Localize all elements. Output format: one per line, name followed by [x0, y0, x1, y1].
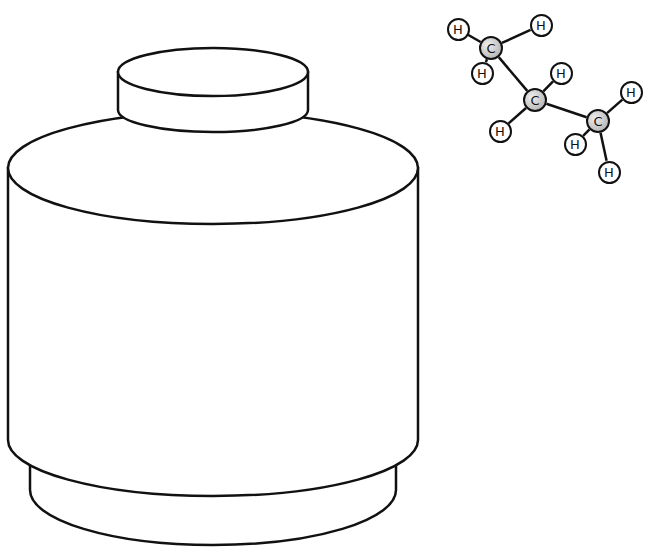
- hydrogen-atom: H: [447, 18, 470, 41]
- hydrogen-atom: H: [564, 133, 587, 156]
- hydrogen-atom: H: [550, 62, 573, 85]
- bond-line: [543, 81, 553, 91]
- atom-symbol: H: [626, 86, 636, 99]
- atom-symbol: C: [530, 94, 539, 107]
- atom-symbol: H: [604, 166, 614, 179]
- bond-line: [499, 57, 527, 91]
- cylinder-collar-top: [118, 48, 308, 96]
- hydrogen-atom: H: [530, 14, 553, 37]
- carbon-atom: C: [523, 88, 547, 112]
- atom-symbol: H: [570, 138, 580, 151]
- bond-line: [583, 129, 589, 135]
- atom-symbol: C: [486, 42, 495, 55]
- atom-symbol: C: [593, 115, 602, 128]
- atom-symbol: H: [495, 125, 505, 138]
- bond-line: [546, 104, 586, 117]
- atom-symbol: H: [453, 23, 463, 36]
- carbon-atom: C: [586, 109, 610, 133]
- atom-symbol: H: [556, 67, 566, 80]
- bond-line: [601, 133, 607, 161]
- hydrogen-atom: H: [598, 161, 621, 184]
- bond-line: [502, 30, 531, 43]
- bond-line: [509, 108, 526, 123]
- bond-line: [468, 35, 481, 42]
- hydrogen-atom: H: [471, 62, 494, 85]
- hydrogen-atom: H: [489, 120, 512, 143]
- atom-symbol: H: [477, 67, 487, 80]
- bond-line: [607, 100, 622, 113]
- atom-symbol: H: [536, 19, 546, 32]
- hydrogen-atom: H: [620, 81, 643, 104]
- carbon-atom: C: [479, 36, 503, 60]
